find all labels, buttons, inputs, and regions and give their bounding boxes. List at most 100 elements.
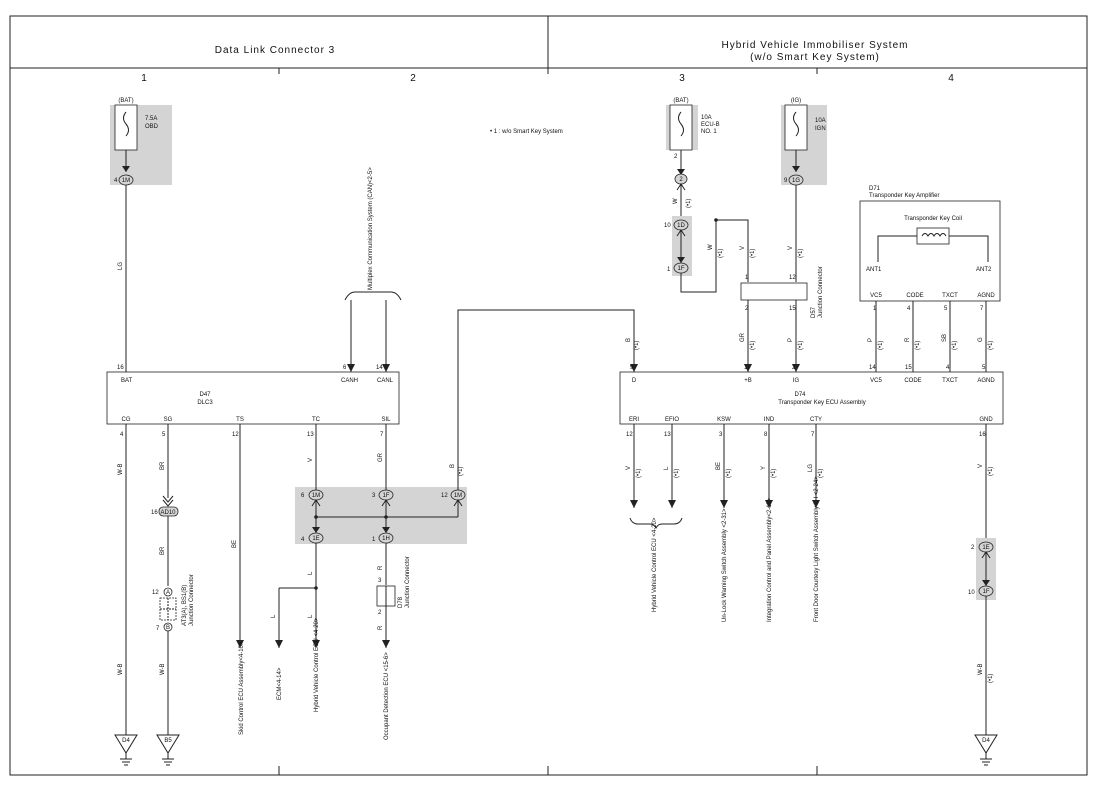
wire-color-wb-3: W-B (160, 663, 166, 675)
wire-color-lg: LG (118, 262, 124, 270)
fuse-ecub: (BAT) 10A ECU-B NO. 1 2 (666, 98, 720, 160)
ecu-pin-txct: TXCT (942, 378, 958, 384)
junction-at-name: Junction Connector (189, 574, 195, 626)
wire-color-b-2: B (626, 338, 632, 342)
column-number-4: 4 (948, 73, 954, 84)
ecu-pin-b: +B (744, 378, 752, 384)
conn-1f: 1F (382, 493, 389, 499)
fuse-ecub-name2: NO. 1 (701, 129, 717, 135)
fuse-ign-pin: 9 (784, 178, 788, 184)
ground-b5-label: B5 (164, 738, 172, 744)
conn-1f-c: 1F (982, 589, 989, 595)
note-text: • 1 : w/o Smart Key System (490, 129, 563, 135)
ecu-pin-ind-num: 8 (764, 432, 768, 438)
ecu-pin-efio: EFIO (665, 417, 679, 423)
ecu-pin-gnd-num: 16 (979, 432, 986, 438)
amplifier-name: Transponder Key Amplifier (869, 193, 939, 199)
junction-d78-id: D78 (398, 596, 404, 608)
conn-1e-pin: 4 (301, 537, 305, 543)
note-mark-5: (•1) (750, 249, 756, 258)
note-mark-18: (•1) (988, 467, 994, 476)
dlc3-pin-canh: CANH (341, 378, 358, 384)
amplifier-pin-txct-num: 5 (944, 306, 948, 312)
wire-color-r-3: R (905, 337, 911, 342)
dlc3-id: D47 (199, 392, 211, 398)
conn-1e: 1E (312, 536, 319, 542)
header-title-left: Data Link Connector 3 (215, 45, 336, 56)
fuse-obd-source: (BAT) (118, 98, 133, 104)
conn-1e-b-pin: 2 (971, 545, 975, 551)
wire-color-l-4: L (664, 466, 670, 470)
conn-1f-b-pin: 1 (667, 267, 671, 273)
ecu-id: D74 (794, 392, 806, 398)
dlc3-pin-ts: TS (236, 417, 244, 423)
wire-color-l-2: L (271, 614, 277, 618)
ecu-pin-vc5: VC5 (870, 378, 882, 384)
ecu-pin-vc5-num: 14 (869, 365, 876, 371)
wire-color-br-2: BR (160, 546, 166, 555)
conn-1f-c-pin: 10 (968, 590, 975, 596)
fuse-ecub-pin: 2 (674, 154, 678, 160)
ecu-pin-eri-num: 12 (626, 432, 633, 438)
fuse-obd-rating: 7.5A (145, 116, 157, 122)
wire-color-v-3: V (788, 246, 794, 250)
ecu-pin-ig-num: 2 (792, 365, 796, 371)
wire-color-w-1: W (673, 198, 679, 204)
junction-d78-pin-top: 3 (378, 578, 382, 584)
junction-d57-pin-15: 15 (789, 306, 796, 312)
wire-color-l-3: L (308, 614, 314, 618)
amplifier-pin-code: CODE (906, 293, 923, 299)
dlc3-pin-cg: CG (122, 417, 131, 423)
wire-color-r-2: R (378, 625, 384, 630)
wire-color-wb-2: W-B (118, 663, 124, 675)
fuse-ecub-source: (BAT) (673, 98, 688, 104)
ecu-name: Transponder Key ECU Assembly (778, 400, 865, 406)
dest-occupant: Occupant Detection ECU <15-6> (384, 652, 390, 740)
junction-at-pin-b: 7 (156, 626, 160, 632)
dlc3-pin-sg: SG (164, 417, 173, 423)
note-mark-14: (•1) (674, 469, 680, 478)
ecu-pin-agnd-num: 5 (982, 365, 986, 371)
dlc3-pin-cg-num: 4 (120, 432, 124, 438)
dest-ecm: ECM<4-14> (277, 667, 283, 700)
amplifier-pin-txct: TXCT (942, 293, 958, 299)
dlc3-pin-tc-num: 13 (307, 432, 314, 438)
wire-color-wb-1: W-B (118, 463, 124, 475)
note-mark-2: (•1) (634, 341, 640, 350)
wire-color-v-2: V (740, 246, 746, 250)
conn-1h: 1H (382, 536, 390, 542)
svg-text:B: B (166, 625, 170, 631)
note-mark-4: (•1) (718, 249, 724, 258)
conn-1e-b: 1E (982, 545, 989, 551)
fuse-ecub-rating: 10A (701, 115, 712, 121)
note-mark-3: (•1) (686, 199, 692, 208)
note-mark-6: (•1) (798, 249, 804, 258)
note-mark-12: (•1) (988, 341, 994, 350)
fuse-ign: (IG) 10A IGN 9 1G (781, 98, 827, 186)
column-number-2: 2 (410, 73, 416, 84)
ground-d4-right-label: D4 (982, 738, 990, 744)
fuse-ign-name: IGN (815, 126, 826, 132)
header-title-right-2: (w/o Smart Key System) (750, 52, 880, 63)
conn-1m-b: 1M (454, 493, 462, 499)
ecu-pin-code-num: 15 (905, 365, 912, 371)
dlc3-pin-sg-num: 5 (162, 432, 166, 438)
wire-color-wb-4: W-B (978, 663, 984, 675)
junction-at3-bs1: 12 A B 7 AT3(A), BS1(B) Junction Connect… (152, 574, 195, 632)
connector-ad10-pin: 16 (151, 510, 158, 516)
wire-color-l-1: L (308, 571, 314, 575)
ecu-pin-d-num: 9 (630, 365, 634, 371)
transponder-amplifier: D71 Transponder Key Amplifier Transponde… (859, 186, 1001, 312)
header-title-right-1: Hybrid Vehicle Immobiliser System (722, 40, 909, 51)
wire-color-gr-2: GR (740, 332, 746, 342)
junction-d57-name: Junction Connector (818, 266, 824, 318)
junction-d57-pin-1: 1 (745, 275, 749, 281)
wire-color-be-2: BE (716, 462, 722, 470)
conn-1f-pin: 3 (372, 493, 376, 499)
conn-1d-pin: 10 (664, 223, 671, 229)
fuse-obd-name: OBD (145, 124, 159, 130)
fuse-ecub-name: ECU-B (701, 122, 720, 128)
note-mark-10: (•1) (915, 341, 921, 350)
junction-d57-id: D57 (811, 306, 817, 318)
